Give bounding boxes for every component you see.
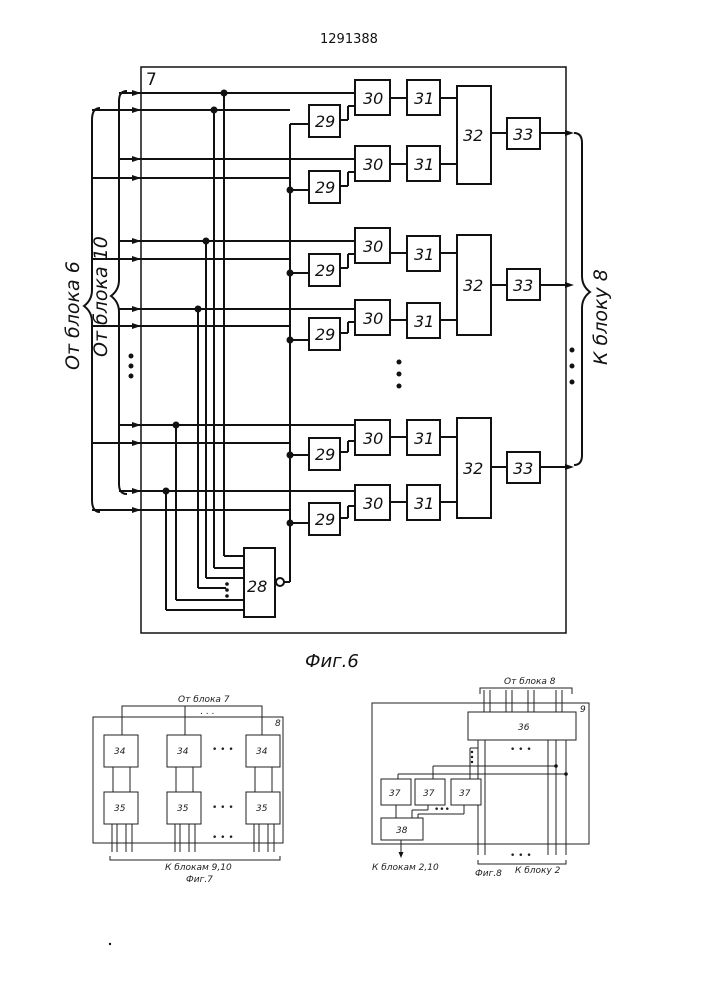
svg-text:34: 34	[256, 747, 268, 757]
svg-text:30: 30	[363, 155, 383, 174]
svg-text:32: 32	[463, 276, 483, 295]
bottom-brace	[110, 856, 280, 860]
svg-text:34: 34	[114, 747, 126, 757]
svg-text:•••: •••	[434, 805, 450, 815]
inverter-bubble	[276, 578, 284, 586]
svg-text:31: 31	[414, 89, 434, 108]
svg-text:29: 29	[315, 445, 335, 464]
svg-text:• • •: • • •	[212, 833, 234, 843]
fig7-columns	[104, 706, 280, 852]
svg-text:30: 30	[363, 494, 383, 513]
svg-text:30: 30	[363, 89, 383, 108]
svg-text:31: 31	[414, 245, 434, 264]
svg-text:29: 29	[315, 178, 335, 197]
from-block-6-label: От блока 6	[62, 261, 84, 370]
svg-text:35: 35	[256, 804, 268, 814]
patent-number: 1291388	[320, 32, 378, 47]
svg-text:32: 32	[463, 459, 483, 478]
from-block-10-label: От блока 10	[90, 236, 112, 357]
svg-text:. . .: . . .	[200, 707, 214, 717]
figure-7: 8 От блока 7 . . . 34 35	[93, 695, 283, 885]
svg-text:38: 38	[396, 826, 408, 836]
svg-text:33: 33	[513, 459, 533, 478]
scan-speck	[109, 943, 111, 945]
figure-6-caption: Фиг.6	[305, 651, 359, 672]
figure-8: 9 От блока 8 36 • • • • • •	[372, 677, 589, 879]
fig8-inputs	[484, 690, 562, 712]
fig8-links: •••	[396, 805, 464, 818]
block-7-label: 7	[146, 70, 157, 90]
top-brace	[122, 706, 262, 712]
svg-text:35: 35	[177, 804, 189, 814]
fig8-feeders	[398, 748, 568, 779]
svg-text:34: 34	[177, 747, 189, 757]
svg-text:9: 9	[580, 705, 586, 715]
svg-text:37: 37	[459, 789, 471, 799]
svg-text:29: 29	[315, 112, 335, 131]
left-brace-inner	[111, 91, 127, 494]
svg-text:29: 29	[315, 325, 335, 344]
channel-rows	[309, 80, 457, 535]
svg-text:32: 32	[463, 126, 483, 145]
block-7-frame	[141, 67, 566, 633]
svg-text:35: 35	[114, 804, 126, 814]
svg-text:37: 37	[389, 789, 401, 799]
fig8-outputs: • • • • • •	[478, 740, 566, 861]
top-brace-fig8	[480, 688, 572, 694]
to-blocks-2-10-label: К блокам 2,10	[372, 863, 439, 873]
from-block-7-label: От блока 7	[178, 695, 230, 705]
figure-7-caption: Фиг.7	[186, 875, 213, 885]
to-block-2-label: К блоку 2	[515, 866, 561, 876]
svg-text:37: 37	[423, 789, 435, 799]
to-block-8-label: К блоку 8	[590, 269, 612, 365]
svg-text:33: 33	[513, 125, 533, 144]
input-arrowheads	[132, 90, 141, 513]
ellipsis-dots	[129, 348, 575, 389]
svg-text:31: 31	[414, 155, 434, 174]
inputs-from-block-10	[119, 93, 355, 491]
svg-text:• • •: • • •	[212, 745, 234, 755]
output-stages: 32 33 32 33 32 33	[457, 86, 574, 518]
svg-text:29: 29	[315, 510, 335, 529]
svg-text:8: 8	[275, 719, 281, 729]
svg-text:31: 31	[414, 429, 434, 448]
figure-8-caption: Фиг.8	[475, 869, 502, 879]
taps-to-block-28	[163, 90, 245, 611]
svg-text:36: 36	[518, 723, 530, 733]
svg-text:• • •: • • •	[510, 851, 532, 861]
svg-text:33: 33	[513, 276, 533, 295]
svg-text:30: 30	[363, 309, 383, 328]
svg-text:29: 29	[315, 261, 335, 280]
block-28-label: 28	[247, 577, 267, 596]
svg-text:• • •: • • •	[212, 803, 234, 813]
right-brace	[574, 133, 590, 465]
control-bus	[287, 124, 310, 582]
svg-text:• • •: • • •	[510, 745, 532, 755]
to-blocks-9-10-label: К блокам 9,10	[165, 863, 232, 873]
from-block-8-label: От блока 8	[504, 677, 556, 687]
figure-6: 7 От блока 6 От блока 10 К блоку 8	[62, 67, 612, 672]
svg-text:31: 31	[414, 312, 434, 331]
svg-text:30: 30	[363, 237, 383, 256]
svg-text:30: 30	[363, 429, 383, 448]
svg-text:31: 31	[414, 494, 434, 513]
